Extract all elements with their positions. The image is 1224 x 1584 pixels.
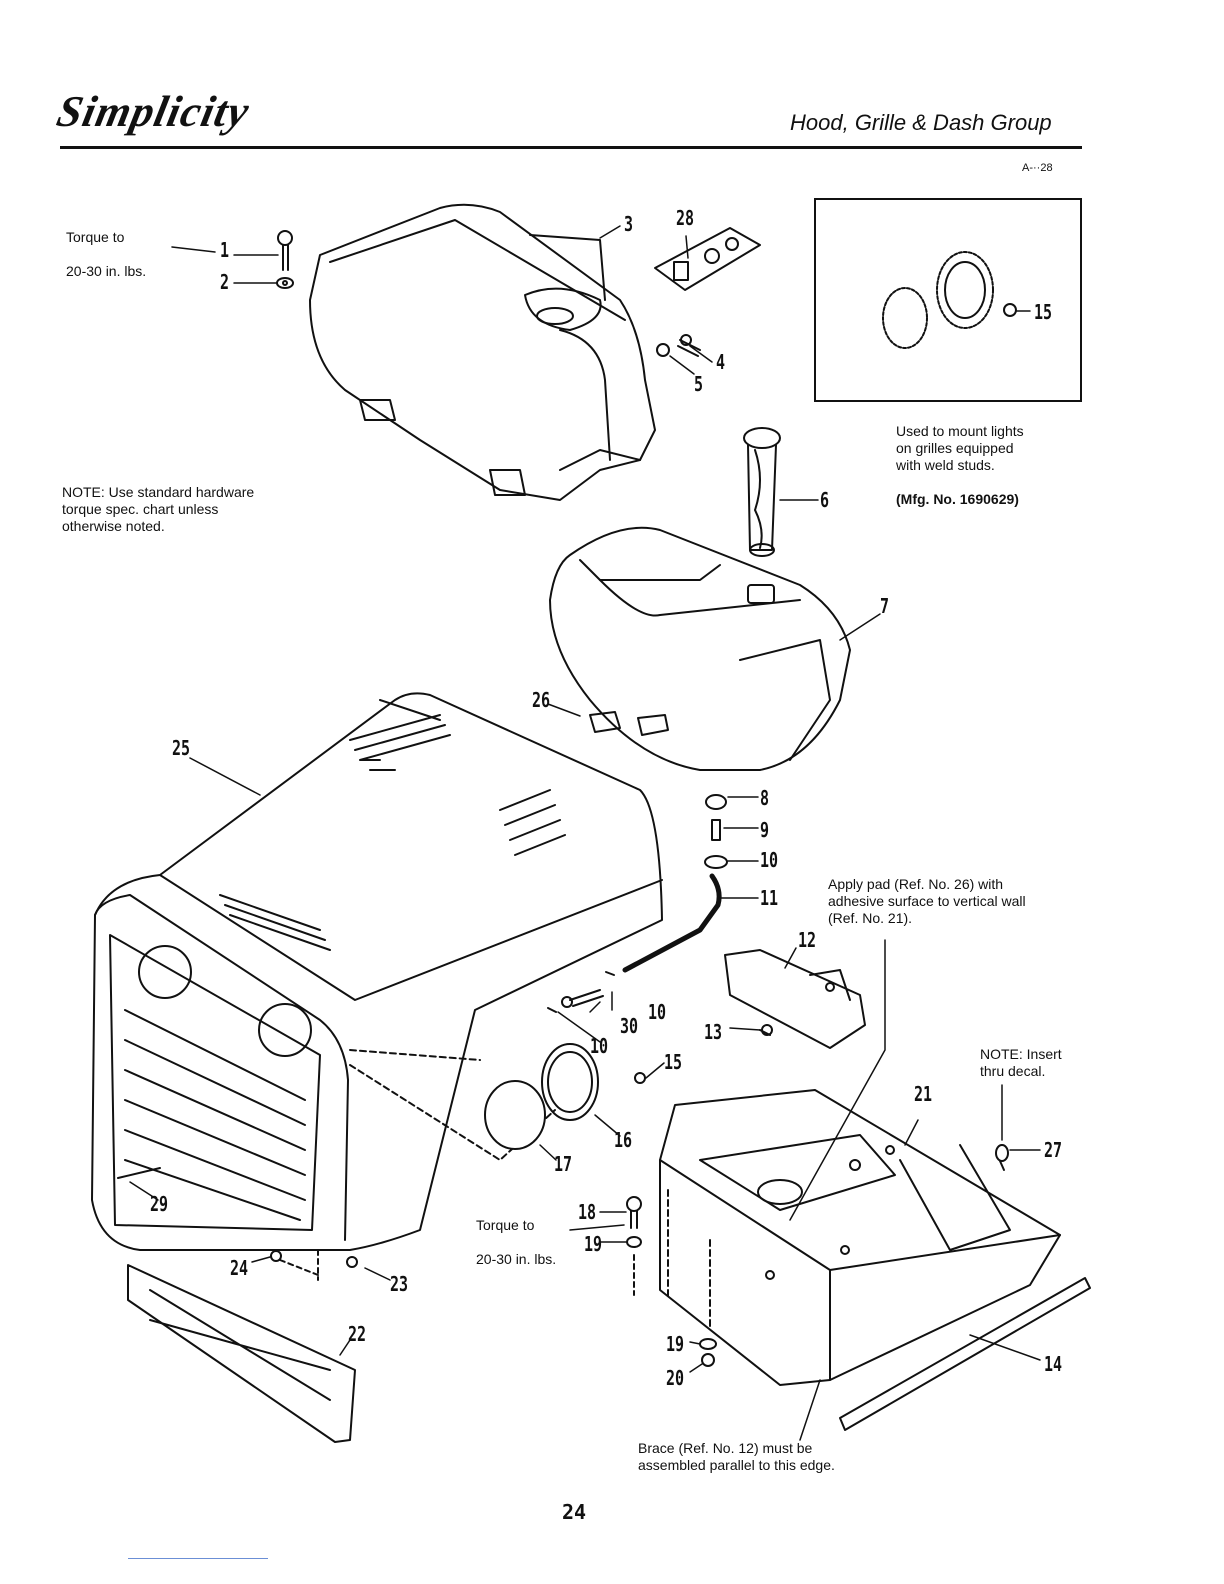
callout-28: 28 <box>676 206 695 230</box>
page-number: 24 <box>562 1500 587 1524</box>
callout-29: 29 <box>150 1192 169 1216</box>
figure-id: A-··28 <box>1022 162 1053 174</box>
callout-10-a: 10 <box>760 848 779 872</box>
torque-note-mid: Torque to 20-30 in. lbs. <box>476 1200 556 1285</box>
callout-11: 11 <box>760 886 779 910</box>
torque-note-top-line2: 20-30 in. lbs. <box>66 263 147 279</box>
brace-12 <box>725 950 865 1048</box>
callout-23: 23 <box>390 1272 409 1296</box>
callout-30: 30 <box>620 1014 639 1038</box>
callout-10-b: 10 <box>648 1000 667 1024</box>
header-rule <box>60 146 1082 149</box>
apply-pad-note: Apply pad (Ref. No. 26) with adhesive su… <box>828 876 1026 926</box>
strip-14 <box>840 1278 1090 1430</box>
hardware-18-20 <box>627 1197 716 1366</box>
callout-2: 2 <box>220 270 230 294</box>
bracket-22 <box>128 1265 355 1442</box>
screw-4-5 <box>657 335 700 356</box>
section-title: Hood, Grille & Dash Group <box>790 110 1052 135</box>
inset-caption-mfg: (Mfg. No. 1690629) <box>896 491 1019 507</box>
callout-18: 18 <box>578 1200 597 1224</box>
torque-note-mid-line1: Torque to <box>476 1217 535 1233</box>
callout-22: 22 <box>348 1322 367 1346</box>
inset-light-parts <box>883 252 1016 348</box>
callout-14: 14 <box>1044 1352 1063 1376</box>
callout-24: 24 <box>230 1256 249 1280</box>
leader-lines <box>130 226 1040 1440</box>
callout-15-inset: 15 <box>1034 300 1053 324</box>
bottom-underline <box>128 1558 268 1559</box>
inset-box <box>814 198 1082 402</box>
callout-9: 9 <box>760 818 770 842</box>
switch-28 <box>655 228 760 290</box>
standard-hardware-note: NOTE: Use standard hardware torque spec.… <box>62 484 255 534</box>
hardware-8-11 <box>625 795 727 970</box>
inset-caption-text: Used to mount lights on grilles equipped… <box>896 423 1024 473</box>
callout-19-top: 19 <box>584 1232 603 1256</box>
torque-note-top-line1: Torque to <box>66 229 125 245</box>
dash-panel-part <box>310 205 655 500</box>
callout-13: 13 <box>704 1020 723 1044</box>
callout-16: 16 <box>614 1128 633 1152</box>
fasteners-23-24-29 <box>118 1168 357 1280</box>
callout-25: 25 <box>172 736 191 760</box>
support-21 <box>660 1090 1060 1385</box>
callout-7: 7 <box>880 594 890 618</box>
callout-15-main: 15 <box>664 1050 683 1074</box>
callout-8: 8 <box>760 786 770 810</box>
screw-27 <box>996 1145 1008 1170</box>
brace-note: Brace (Ref. No. 12) must be assembled pa… <box>638 1440 835 1473</box>
torque-note-top: Torque to 20-30 in. lbs. <box>66 212 146 297</box>
callout-27: 27 <box>1044 1138 1063 1162</box>
insert-decal-note: NOTE: Insert thru decal. <box>980 1046 1062 1079</box>
callout-1: 1 <box>220 238 230 262</box>
callout-19-bottom: 19 <box>666 1332 685 1356</box>
fittings-30 <box>548 972 614 1012</box>
pads-26 <box>590 712 668 735</box>
callout-21: 21 <box>914 1082 933 1106</box>
hood-grille-25 <box>92 693 662 1250</box>
callout-12: 12 <box>798 928 817 952</box>
callout-10-c: 10 <box>590 1034 609 1058</box>
callout-20: 20 <box>666 1366 685 1390</box>
bolt-washer-1-2 <box>277 231 293 288</box>
callout-4: 4 <box>716 350 726 374</box>
fuel-gauge-6 <box>744 428 780 556</box>
callout-26: 26 <box>532 688 551 712</box>
callout-3: 3 <box>624 212 634 236</box>
inset-caption: Used to mount lights on grilles equipped… <box>896 406 1024 525</box>
light-16-17 <box>485 1044 645 1149</box>
callout-17: 17 <box>554 1152 573 1176</box>
callout-5: 5 <box>694 372 704 396</box>
callout-6: 6 <box>820 488 830 512</box>
torque-note-mid-line2: 20-30 in. lbs. <box>476 1251 557 1267</box>
fuel-tank-7 <box>550 528 850 770</box>
